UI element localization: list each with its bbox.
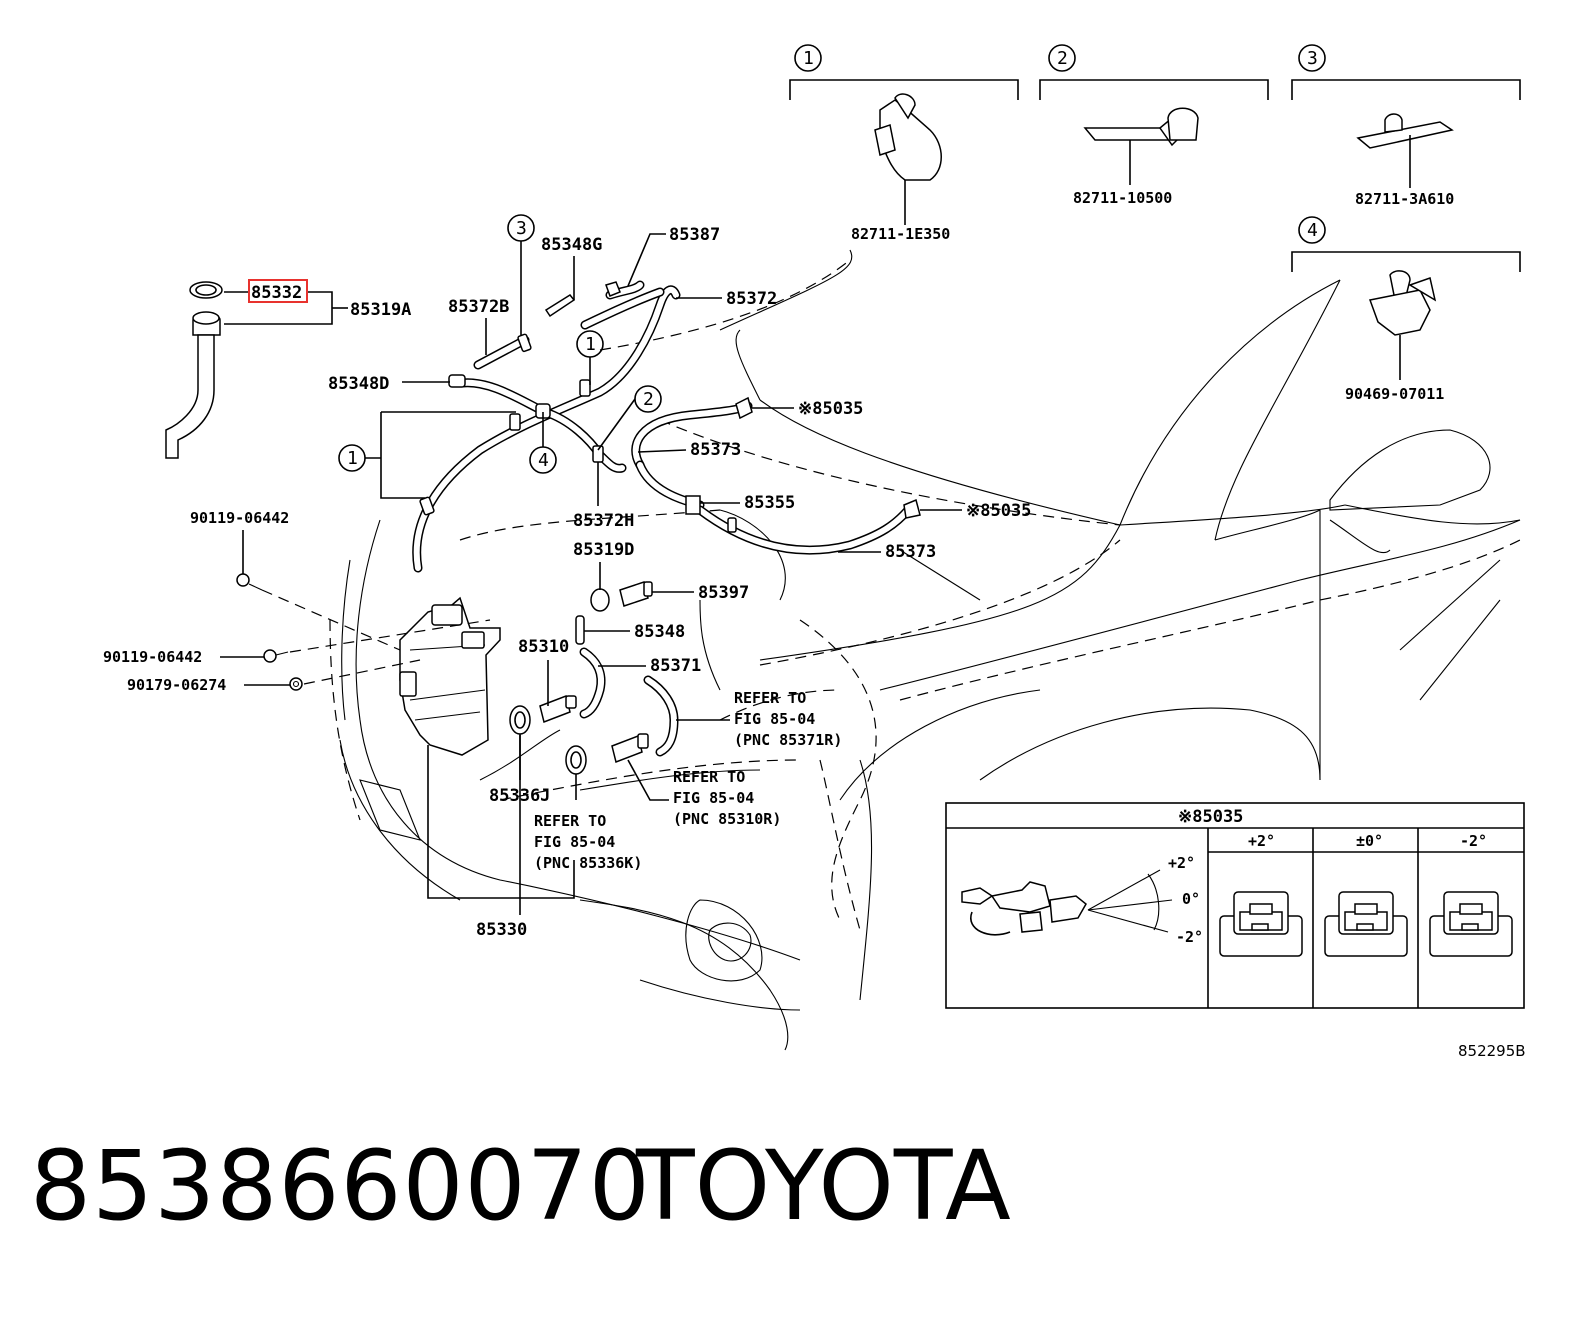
part-label-85332: 85332 (251, 283, 302, 303)
washer-reservoir: 85330 (399, 596, 575, 940)
part-label-85319D: 85319D (573, 540, 634, 560)
pumps-and-grommets (509, 581, 653, 775)
refer-line: REFER TO (673, 768, 745, 786)
part-label-bolt-1: 90119-06442 (190, 509, 289, 527)
clip-part-number: 90469-07011 (1345, 385, 1444, 403)
part-label-bolt-3: 90179-06274 (127, 676, 226, 694)
inset-col-plus2: +2° (1248, 832, 1275, 850)
brand-name: TOYOTA (636, 1130, 1011, 1242)
part-label-85348G: 85348G (541, 235, 602, 255)
part-label-85336J: 85336J (489, 786, 550, 806)
clip-part-number: 82711-10500 (1073, 189, 1172, 207)
refer-line: REFER TO (534, 812, 606, 830)
callout-4: 4 (538, 450, 549, 471)
angle-plus2: +2° (1168, 854, 1195, 872)
refer-line: FIG 85-04 (734, 710, 815, 728)
part-labels: 85348G 85387 85372B 85372 85348D ※85035 … (103, 225, 1031, 806)
gauge-plus2 (1219, 891, 1303, 957)
callout-number: 4 (1307, 220, 1318, 241)
part-label-85373-b: 85373 (885, 542, 936, 562)
bolt-leaders (261, 589, 491, 685)
clip-callout-1: 1 82711-1E350 (789, 44, 1019, 243)
part-label-85035-a: ※85035 (798, 399, 863, 419)
inset-title: ※85035 (1178, 807, 1243, 827)
part-label-85310: 85310 (518, 637, 569, 657)
washer-hoses (412, 280, 913, 757)
refer-line: (PNC 85310R) (673, 810, 781, 828)
callout-number: 3 (1307, 48, 1318, 69)
refer-line: REFER TO (734, 689, 806, 707)
callout-1: 1 (585, 334, 596, 355)
part-number-title: 8538660070 (30, 1130, 651, 1242)
callout-3: 3 (516, 218, 527, 239)
part-label-85372B: 85372B (448, 297, 509, 317)
nozzle-angle-inset: ※85035 +2° ±0° -2° +2° 0° -2° (945, 802, 1525, 1009)
part-label-85035-b: ※85035 (966, 501, 1031, 521)
part-label-85372H: 85372H (573, 511, 634, 531)
clip-callout-3: 3 82711-3A610 (1291, 44, 1521, 208)
part-label-85348D: 85348D (328, 374, 389, 394)
hose-fittings (419, 281, 921, 533)
figure-id: 852295B (1458, 1042, 1526, 1060)
inset-col-minus2: -2° (1460, 832, 1487, 850)
bolts (236, 573, 303, 691)
hose-callouts: 3 1 2 4 1 (338, 214, 662, 499)
callout-number: 1 (803, 48, 814, 69)
refer-note-1: REFER TO FIG 85-04 (PNC 85371R) (676, 689, 842, 749)
refer-note-3: REFER TO FIG 85-04 (PNC 85336K) (534, 812, 642, 872)
refer-line: (PNC 85336K) (534, 854, 642, 872)
angle-minus2: -2° (1176, 928, 1203, 946)
part-label-85372: 85372 (726, 289, 777, 309)
car-body-outline (329, 249, 1521, 1051)
part-label-85397: 85397 (698, 583, 749, 603)
inset-col-zero: ±0° (1356, 832, 1383, 850)
callout-number: 2 (1057, 48, 1068, 69)
clip-callout-2: 2 82711-10500 (1039, 44, 1269, 207)
angle-zero: 0° (1182, 890, 1200, 908)
part-label-85371: 85371 (650, 656, 701, 676)
clip-callout-4: 4 90469-07011 (1291, 216, 1521, 403)
part-label-85319A: 85319A (350, 300, 411, 320)
gauge-minus2 (1429, 891, 1513, 957)
callout-1b: 1 (347, 448, 358, 469)
part-label-85387: 85387 (669, 225, 720, 245)
refer-note-2: REFER TO FIG 85-04 (PNC 85310R) (627, 759, 781, 828)
clip-part-number: 82711-3A610 (1355, 190, 1454, 208)
filler-neck-assembly: 85332 85319A (165, 279, 411, 459)
refer-line: FIG 85-04 (673, 789, 754, 807)
clip-part-number: 82711-1E350 (851, 225, 950, 243)
refer-line: FIG 85-04 (534, 833, 615, 851)
part-label-85373-a: 85373 (690, 440, 741, 460)
part-label-bolt-2: 90119-06442 (103, 648, 202, 666)
gauge-zero (1324, 891, 1408, 957)
part-label-85348: 85348 (634, 622, 685, 642)
highlight-box (248, 279, 308, 303)
callout-2: 2 (643, 389, 654, 410)
refer-line: (PNC 85371R) (734, 731, 842, 749)
part-label-85330: 85330 (476, 920, 527, 940)
part-label-85355: 85355 (744, 493, 795, 513)
